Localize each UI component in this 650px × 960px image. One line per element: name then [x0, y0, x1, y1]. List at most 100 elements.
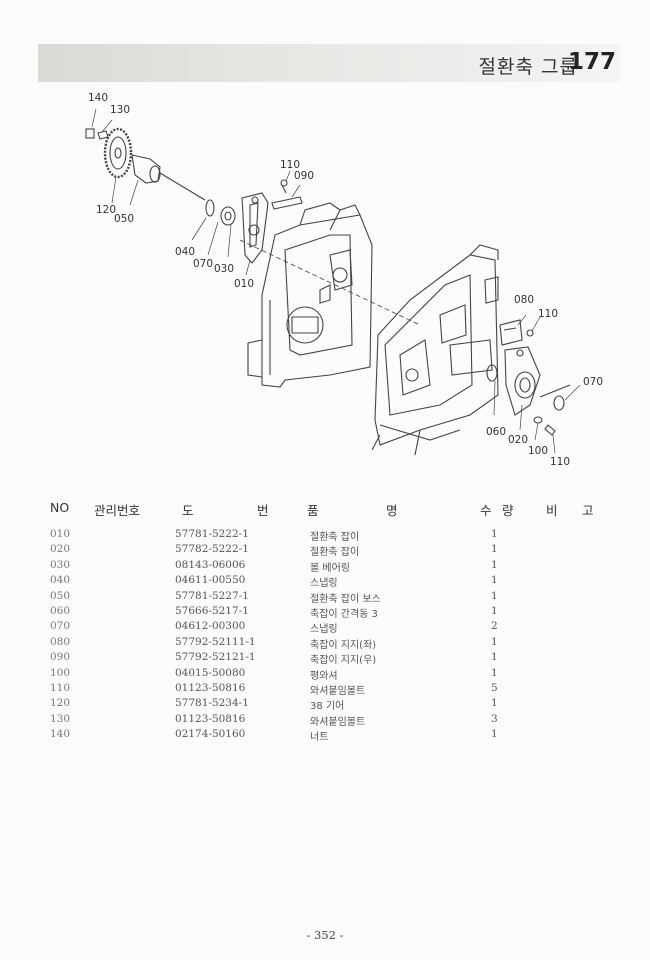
callout-label: 040 [175, 246, 195, 258]
row-part-number: 57666-5217-1 [175, 604, 249, 617]
callout-label: 070 [193, 258, 213, 270]
row-part-number: 57781-5222-1 [175, 528, 249, 540]
callout-label: 070 [583, 376, 603, 388]
row-no: 140 [50, 728, 71, 741]
row-no: 010 [50, 528, 71, 540]
row-part-name: 너트 [310, 732, 329, 744]
row-part-name: 와셔붙임볼트 [310, 685, 366, 697]
row-part-name: 볼 베어링 [310, 562, 350, 574]
snap-ring-070 [553, 395, 565, 411]
spacer-060 [486, 364, 498, 382]
row-part-name: 축잡이 간격동 3 [310, 608, 378, 620]
row-quantity: 1 [491, 651, 498, 664]
row-part-number: 04611-00550 [175, 574, 246, 587]
row-part-name: 스냅링 [310, 578, 338, 590]
callout-label: 090 [294, 170, 314, 182]
col-head-drawing-2: 번 [257, 503, 269, 518]
col-head-remarks-1: 비 [546, 503, 558, 518]
page-footer: - 352 - [306, 928, 344, 942]
row-part-number: 57781-5234-1 [175, 697, 249, 710]
callout-label: 030 [214, 263, 234, 275]
row-no: 030 [50, 558, 71, 571]
row-part-number: 01123-50816 [175, 712, 246, 725]
row-part-number: 04015-50080 [175, 666, 246, 679]
callout-label: 110 [550, 456, 570, 468]
row-quantity: 1 [491, 666, 498, 679]
callout-label: 130 [110, 104, 130, 116]
col-head-qty-2: 량 [502, 503, 514, 518]
row-no: 090 [50, 651, 71, 664]
table-row: 140 02174-50160 너트 1 [0, 728, 650, 743]
row-quantity: 1 [491, 728, 498, 741]
right-frame [374, 254, 499, 446]
row-part-name: 38 기어 [310, 701, 345, 713]
col-head-remarks-2: 고 [582, 503, 594, 518]
table-row: 100 04015-50080 평와셔 1 [0, 667, 650, 682]
row-part-number: 02174-50160 [175, 728, 246, 741]
nut-140 [85, 128, 95, 139]
row-part-number: 57792-52111-1 [175, 635, 256, 648]
parts-table: 010 57781-5222-1 절환축 잡이 1 020 57782-5222-1 절환축… [0, 528, 650, 743]
row-part-number: 57782-5222-1 [175, 543, 249, 556]
support-080 [499, 319, 523, 346]
row-no: 120 [50, 697, 71, 710]
bolt-130 [97, 130, 109, 140]
row-quantity: 3 [491, 712, 498, 725]
callout-label: 110 [538, 308, 558, 320]
callout-label: 100 [528, 445, 548, 457]
bearing-030 [220, 206, 236, 226]
col-head-no: NO [50, 500, 70, 515]
row-no: 130 [50, 712, 71, 725]
row-quantity: 1 [491, 528, 498, 540]
row-quantity: 1 [491, 697, 498, 710]
row-quantity: 5 [491, 681, 498, 694]
row-part-number: 01123-50816 [175, 681, 246, 694]
col-head-mgmt: 관리번호 [94, 503, 141, 518]
col-head-name-2: 명 [386, 503, 398, 518]
callout-label: 060 [486, 426, 506, 438]
row-part-number: 57792-52121-1 [175, 651, 256, 664]
gear-120 [103, 127, 133, 179]
callout-label: 120 [96, 204, 116, 216]
row-quantity: 1 [491, 589, 498, 602]
row-no: 080 [50, 635, 71, 648]
left-frame-plate [261, 214, 373, 388]
snap-ring-040 [205, 199, 215, 217]
row-part-name: 와셔붙임볼트 [310, 716, 366, 728]
table-row: 020 57782-5222-1 절환축 잡이 1 [0, 543, 650, 558]
callout-label: 080 [514, 294, 534, 306]
callout-label: 110 [280, 159, 300, 171]
row-part-name: 절환축 잡이 보스 [310, 593, 381, 605]
row-no: 100 [50, 666, 71, 679]
row-no: 050 [50, 589, 71, 602]
callout-label: 010 [234, 278, 254, 290]
handle-020 [504, 346, 541, 416]
bolt-110 [544, 424, 556, 436]
table-row: 120 57781-5234-1 38 기어 1 [0, 697, 650, 712]
callout-label: 020 [508, 434, 528, 446]
handle-010 [241, 192, 269, 264]
row-quantity: 2 [491, 620, 498, 633]
drawing-linework [85, 108, 581, 456]
row-part-name: 절환축 잡이 [310, 547, 360, 559]
row-no: 060 [50, 604, 71, 617]
row-quantity: 1 [491, 543, 498, 556]
washer-100 [533, 416, 543, 424]
row-part-number: 04612-00300 [175, 620, 246, 633]
row-part-name: 평와셔 [310, 670, 338, 682]
table-row: 110 01123-50816 와셔붙임볼트 5 [0, 682, 650, 697]
row-no: 020 [50, 543, 71, 556]
row-part-name: 스냅링 [310, 624, 338, 636]
row-quantity: 1 [491, 635, 498, 648]
row-no: 040 [50, 574, 71, 587]
row-no: 110 [50, 681, 71, 694]
callout-label: 050 [114, 213, 134, 225]
